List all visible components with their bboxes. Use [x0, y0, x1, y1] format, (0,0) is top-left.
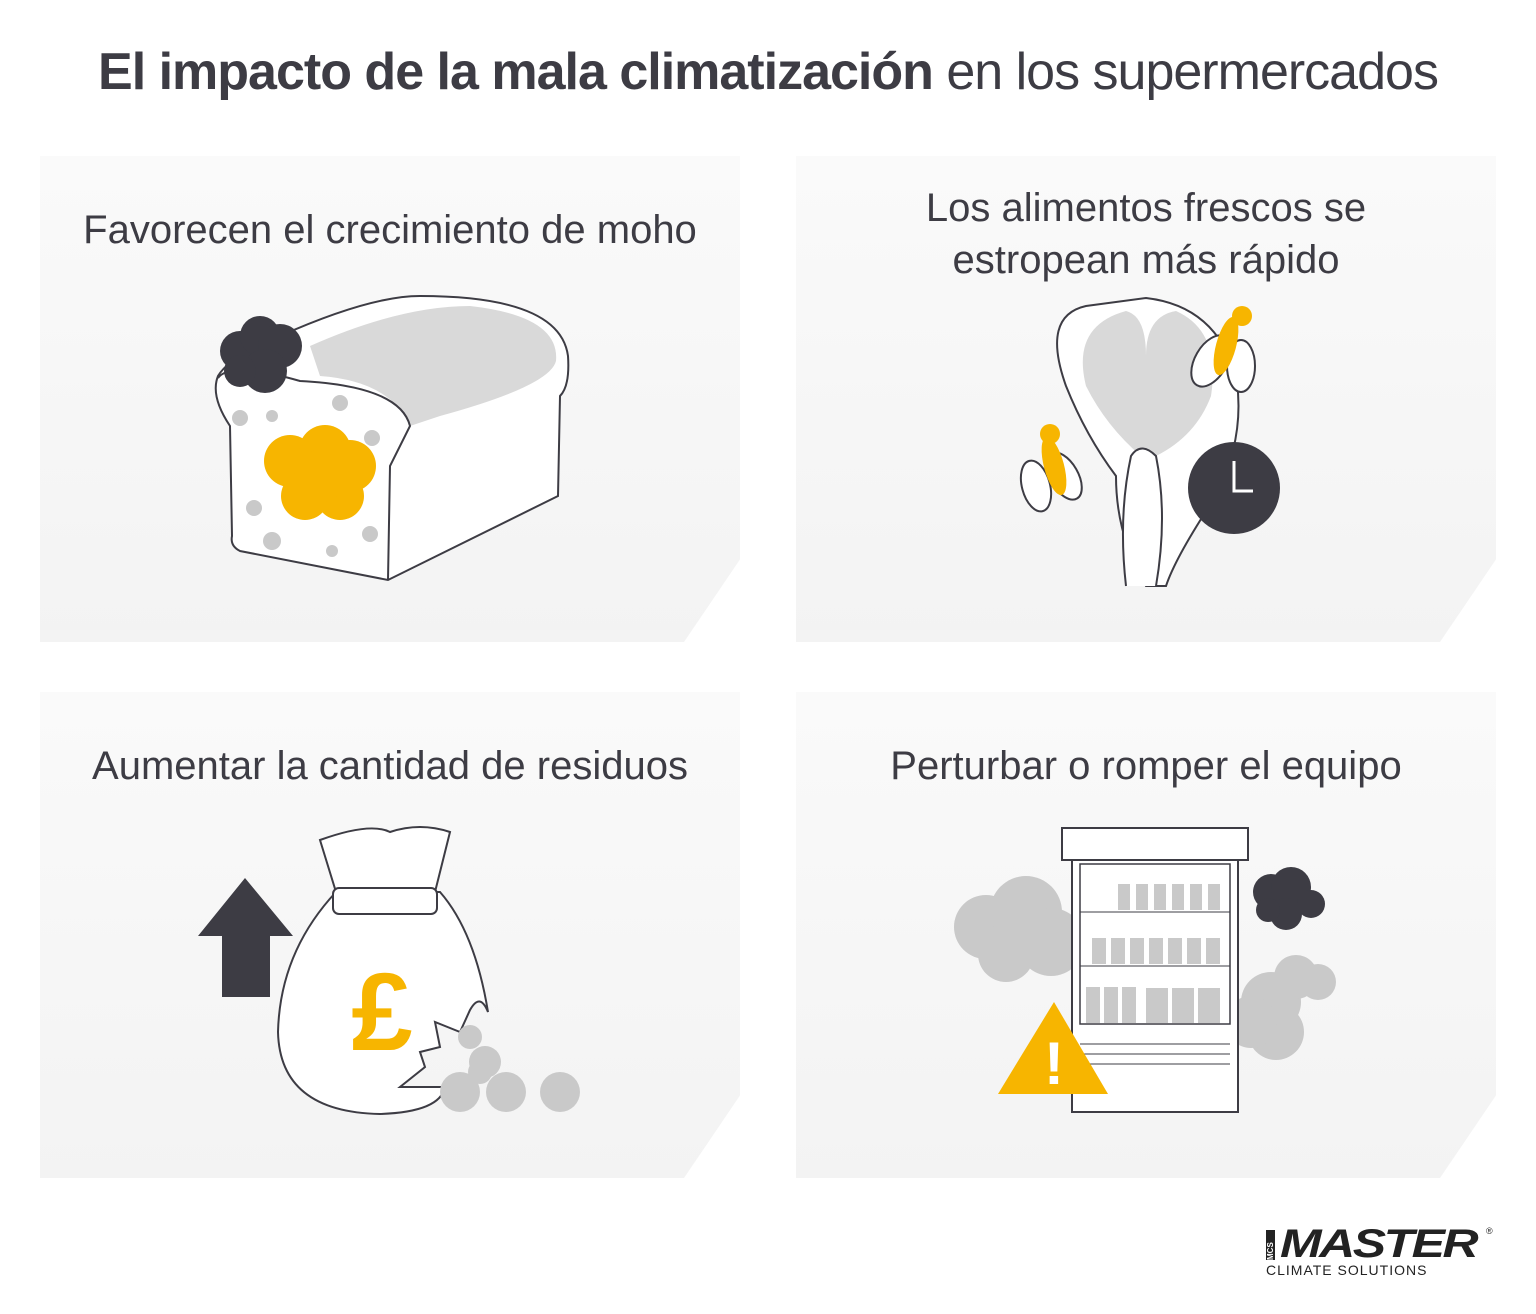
- card-equipment: Perturbar o romper el equipo !: [796, 692, 1496, 1178]
- title-light: en los supermercados: [946, 43, 1439, 101]
- card-mold: Favorecen el crecimiento de moho: [40, 156, 740, 642]
- card-heading: Los alimentos frescos se estropean más rá…: [796, 182, 1496, 286]
- smoke-cloud-icon: [954, 876, 1336, 1060]
- warning-icon: [998, 1002, 1108, 1094]
- money-bag-pound-icon: £: [198, 826, 580, 1116]
- logo-registered: ®: [1486, 1226, 1493, 1236]
- arrow-up-icon: [198, 878, 293, 997]
- master-logo: MCS MASTER ® CLIMATE SOLUTIONS: [1266, 1222, 1496, 1280]
- logo-prefix: MCS: [1266, 1230, 1275, 1260]
- pound-symbol: £: [351, 951, 412, 1074]
- title-bold: El impacto de la mala climatización: [98, 43, 934, 101]
- warning-symbol: !: [1044, 1030, 1064, 1097]
- page-title: El impacto de la mala climatización en l…: [0, 42, 1536, 102]
- moldy-bread-icon: [214, 294, 570, 582]
- card-heading: Aumentar la cantidad de residuos: [92, 744, 688, 788]
- fish-flies-clock-icon: [1019, 296, 1280, 587]
- card-heading: Favorecen el crecimiento de moho: [83, 208, 697, 252]
- card-heading: Perturbar o romper el equipo: [890, 744, 1402, 788]
- heading-line-1: Los alimentos frescos se: [925, 186, 1367, 230]
- heading-line-2: estropean más rápido: [952, 238, 1340, 282]
- dark-smoke-icon: [1253, 867, 1325, 930]
- card-fresh-food: Los alimentos frescos se estropean más rá…: [796, 156, 1496, 642]
- logo-tagline: CLIMATE SOLUTIONS: [1266, 1262, 1428, 1278]
- coins-icon: [440, 1025, 580, 1112]
- logo-brand: MASTER: [1280, 1222, 1479, 1266]
- card-waste: Aumentar la cantidad de residuos £: [40, 692, 740, 1178]
- broken-fridge-warning-icon: !: [954, 827, 1336, 1113]
